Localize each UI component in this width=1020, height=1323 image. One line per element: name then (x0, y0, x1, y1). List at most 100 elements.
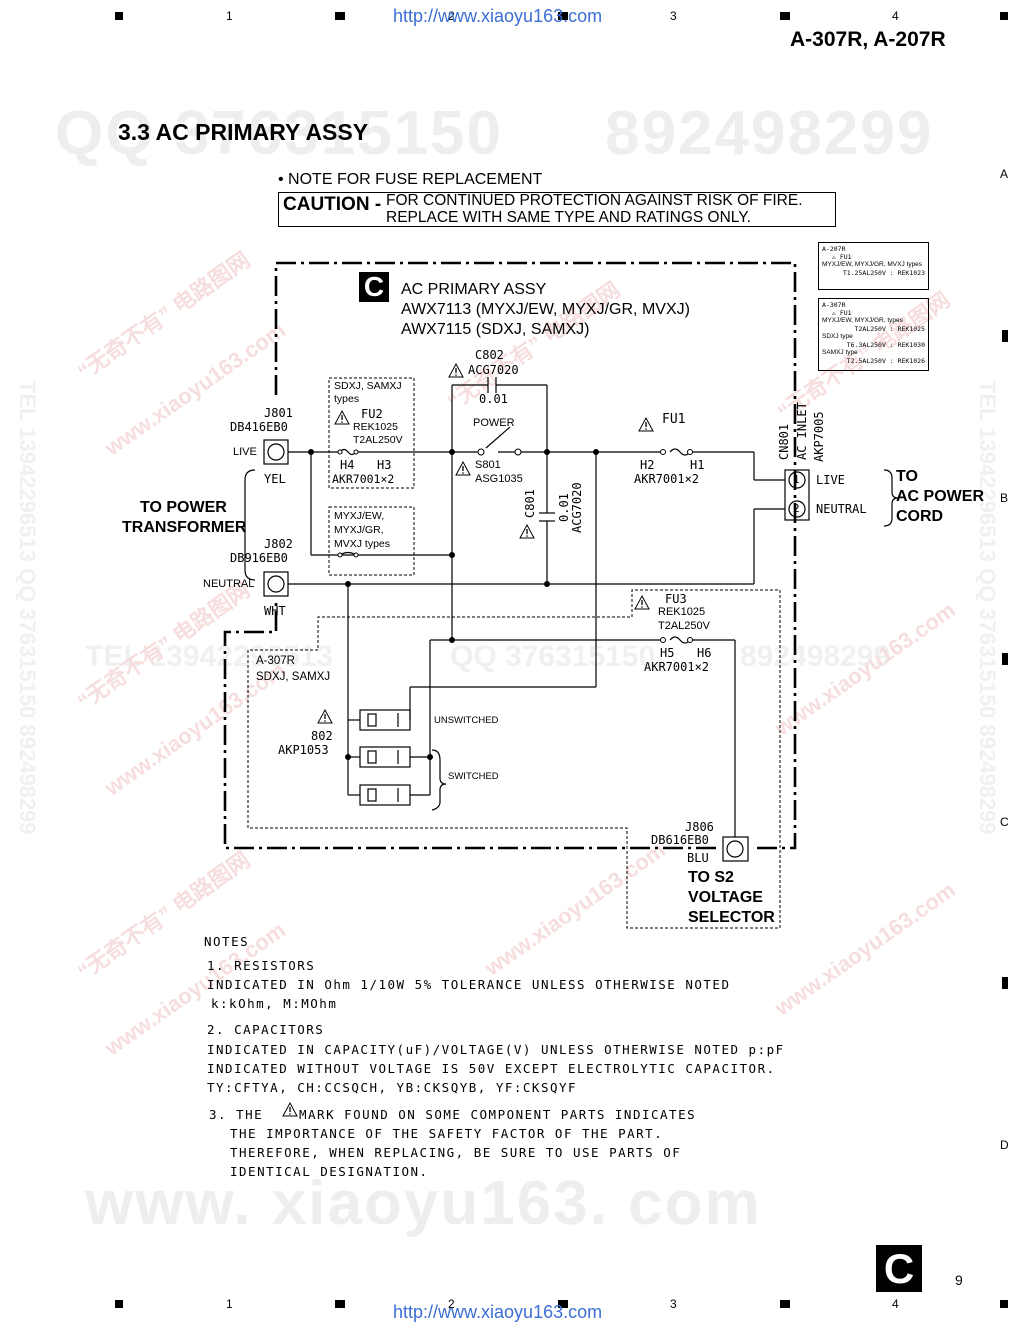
cord-label: CORD (896, 508, 944, 525)
switched-label: SWITCHED (448, 771, 499, 782)
cn801-part: AKP7005 (812, 411, 826, 462)
j802-pin: NEUTRAL (203, 578, 255, 590)
j802-color: WHT (264, 604, 286, 618)
note-2-line-3: TY:CFTYA, CH:CCSQCH, YB:CKSQYB, YF:CKSQY… (207, 1080, 578, 1095)
fu2-h3: H3 (377, 458, 392, 472)
power-label: POWER (473, 417, 515, 429)
border-mark (780, 1300, 790, 1308)
column-number: 1 (226, 9, 233, 23)
border-mark (335, 1300, 345, 1308)
watermark-tel-mid: TEL 13942296513 (85, 640, 333, 673)
j806-part: DB616EB0 (651, 833, 709, 847)
note-1-line-1: INDICATED IN Ohm 1/10W 5% TOLERANCE UNLE… (207, 977, 731, 992)
cn801-name: AC INLET (795, 402, 809, 460)
border-mark (115, 12, 123, 20)
j806-color: BLU (687, 851, 709, 865)
border-mark (1002, 653, 1008, 665)
to-s2-label: TO S2 (688, 869, 734, 886)
border-mark (558, 1300, 568, 1308)
cn801-live: LIVE (816, 473, 845, 487)
fu3-rating: T2AL250V (658, 620, 710, 632)
fuse-label-a207r: A-207R ⚠ FU1 MYXJ/EW, MYXJ/GR, MVXJ type… (818, 242, 929, 290)
model-title: A-307R, A-207R (790, 28, 946, 51)
caution-line-2: REPLACE WITH SAME TYPE AND RATINGS ONLY. (386, 209, 751, 226)
c801-part: ACG7020 (570, 482, 584, 533)
border-mark (1000, 1300, 1008, 1308)
border-mark (558, 12, 568, 20)
fu2-part: REK1025 (353, 421, 398, 433)
watermark-qq-mid: QQ 376315150 (450, 640, 656, 673)
fuse-label-fuse: ⚠ FU1 (832, 309, 852, 317)
s801-part: ASG1035 (475, 473, 523, 485)
to-label: TO (896, 468, 918, 485)
fu1-holder: AKR7001×2 (634, 472, 700, 486)
border-mark (335, 12, 345, 20)
unswitched-label: UNSWITCHED (434, 715, 499, 726)
note-3-line-4: IDENTICAL DESIGNATION. (230, 1164, 429, 1179)
notes-heading: NOTES (204, 934, 250, 949)
fuse-label-model: A-207R (822, 245, 846, 253)
fu2-ref: FU2 (361, 407, 383, 421)
j802-part: DB916EB0 (230, 551, 288, 565)
caution-line-1: FOR CONTINUED PROTECTION AGAINST RISK OF… (386, 192, 803, 209)
cn801-neutral: NEUTRAL (816, 502, 867, 516)
c801-value: 0.01 (557, 493, 571, 522)
row-letter: A (1000, 167, 1009, 181)
note-2-line-1: INDICATED IN CAPACITY(uF)/VOLTAGE(V) UNL… (207, 1042, 785, 1057)
note-3-line-3: THEREFORE, WHEN REPLACING, BE SURE TO US… (230, 1145, 682, 1160)
column-number: 3 (670, 9, 677, 23)
note-3-prefix: 3. THE (209, 1107, 264, 1122)
watermark-qq: QQ 376315150 (55, 99, 504, 168)
assy-badge: C (359, 272, 389, 302)
c801-ref: C801 (523, 489, 537, 518)
c802-ref: C802 (475, 348, 504, 362)
fu2-box-sub: types (334, 393, 360, 405)
footer-url-link[interactable]: http://www.xiaoyu163.com (393, 1302, 603, 1322)
jumper-box-line-1: MYXJ/EW, (334, 510, 385, 522)
fuse-label-row: SAMXJ type (822, 349, 858, 356)
column-number: 3 (670, 1297, 677, 1311)
caution-box (278, 192, 836, 227)
outlet-model: A-307R (256, 655, 295, 667)
watermark-num-mid: 892498299 (740, 640, 891, 673)
page-number: 9 (955, 1272, 963, 1288)
fuse-label-row: MYXJ/EW, MYXJ/GR, MVXJ types (822, 261, 923, 268)
assy-part-2: AWX7115 (SDXJ, SAMXJ) (401, 321, 590, 338)
outlet-part: AKP1053 (278, 743, 329, 757)
outlet-ref: 802 (311, 729, 333, 743)
section-badge: C (876, 1245, 922, 1292)
fuse-label-row: SDXJ type (822, 333, 853, 340)
fuse-label-row: T1.25AL250V : REK1023 (842, 269, 925, 277)
watermark-number: 892498299 (605, 99, 934, 168)
border-mark (115, 1300, 123, 1308)
note-3-line-2: THE IMPORTANCE OF THE SAFETY FACTOR OF T… (230, 1126, 664, 1141)
s801-ref: S801 (475, 459, 501, 471)
fu3-h5: H5 (660, 646, 675, 660)
row-letter: D (1000, 1138, 1009, 1152)
jumper-box-line-2: MYXJ/GR, (334, 524, 384, 536)
fu2-h4: H4 (340, 458, 355, 472)
fu2-rating: T2AL250V (353, 434, 403, 446)
transformer-label: TRANSFORMER (122, 519, 247, 536)
border-mark (1002, 977, 1008, 989)
note-2-title: 2. CAPACITORS (207, 1022, 325, 1037)
fu1-h2: H2 (640, 458, 655, 472)
j806-ref: J806 (685, 820, 714, 834)
outlet-types: SDXJ, SAMXJ (256, 671, 331, 683)
fu3-ref: FU3 (665, 592, 687, 606)
j801-ref: J801 (264, 406, 293, 420)
j801-pin: LIVE (233, 446, 257, 458)
fu2-holder: AKR7001×2 (332, 472, 395, 486)
column-number: 4 (892, 9, 899, 23)
j802-ref: J802 (264, 537, 293, 551)
selector-label: SELECTOR (688, 909, 775, 926)
row-letter: C (1000, 815, 1009, 829)
column-number: 2 (448, 9, 455, 23)
fuse-label-row: MYXJ/EW, MYXJ/GR, types (822, 317, 903, 324)
fu3-h6: H6 (697, 646, 712, 660)
cn801-pin-2: 2 (793, 502, 800, 515)
fuse-note-heading: • NOTE FOR FUSE REPLACEMENT (278, 171, 543, 188)
c802-part: ACG7020 (468, 363, 519, 377)
header-url-link[interactable]: http://www.xiaoyu163.com (393, 6, 603, 26)
section-title: 3.3 AC PRIMARY ASSY (118, 119, 369, 145)
